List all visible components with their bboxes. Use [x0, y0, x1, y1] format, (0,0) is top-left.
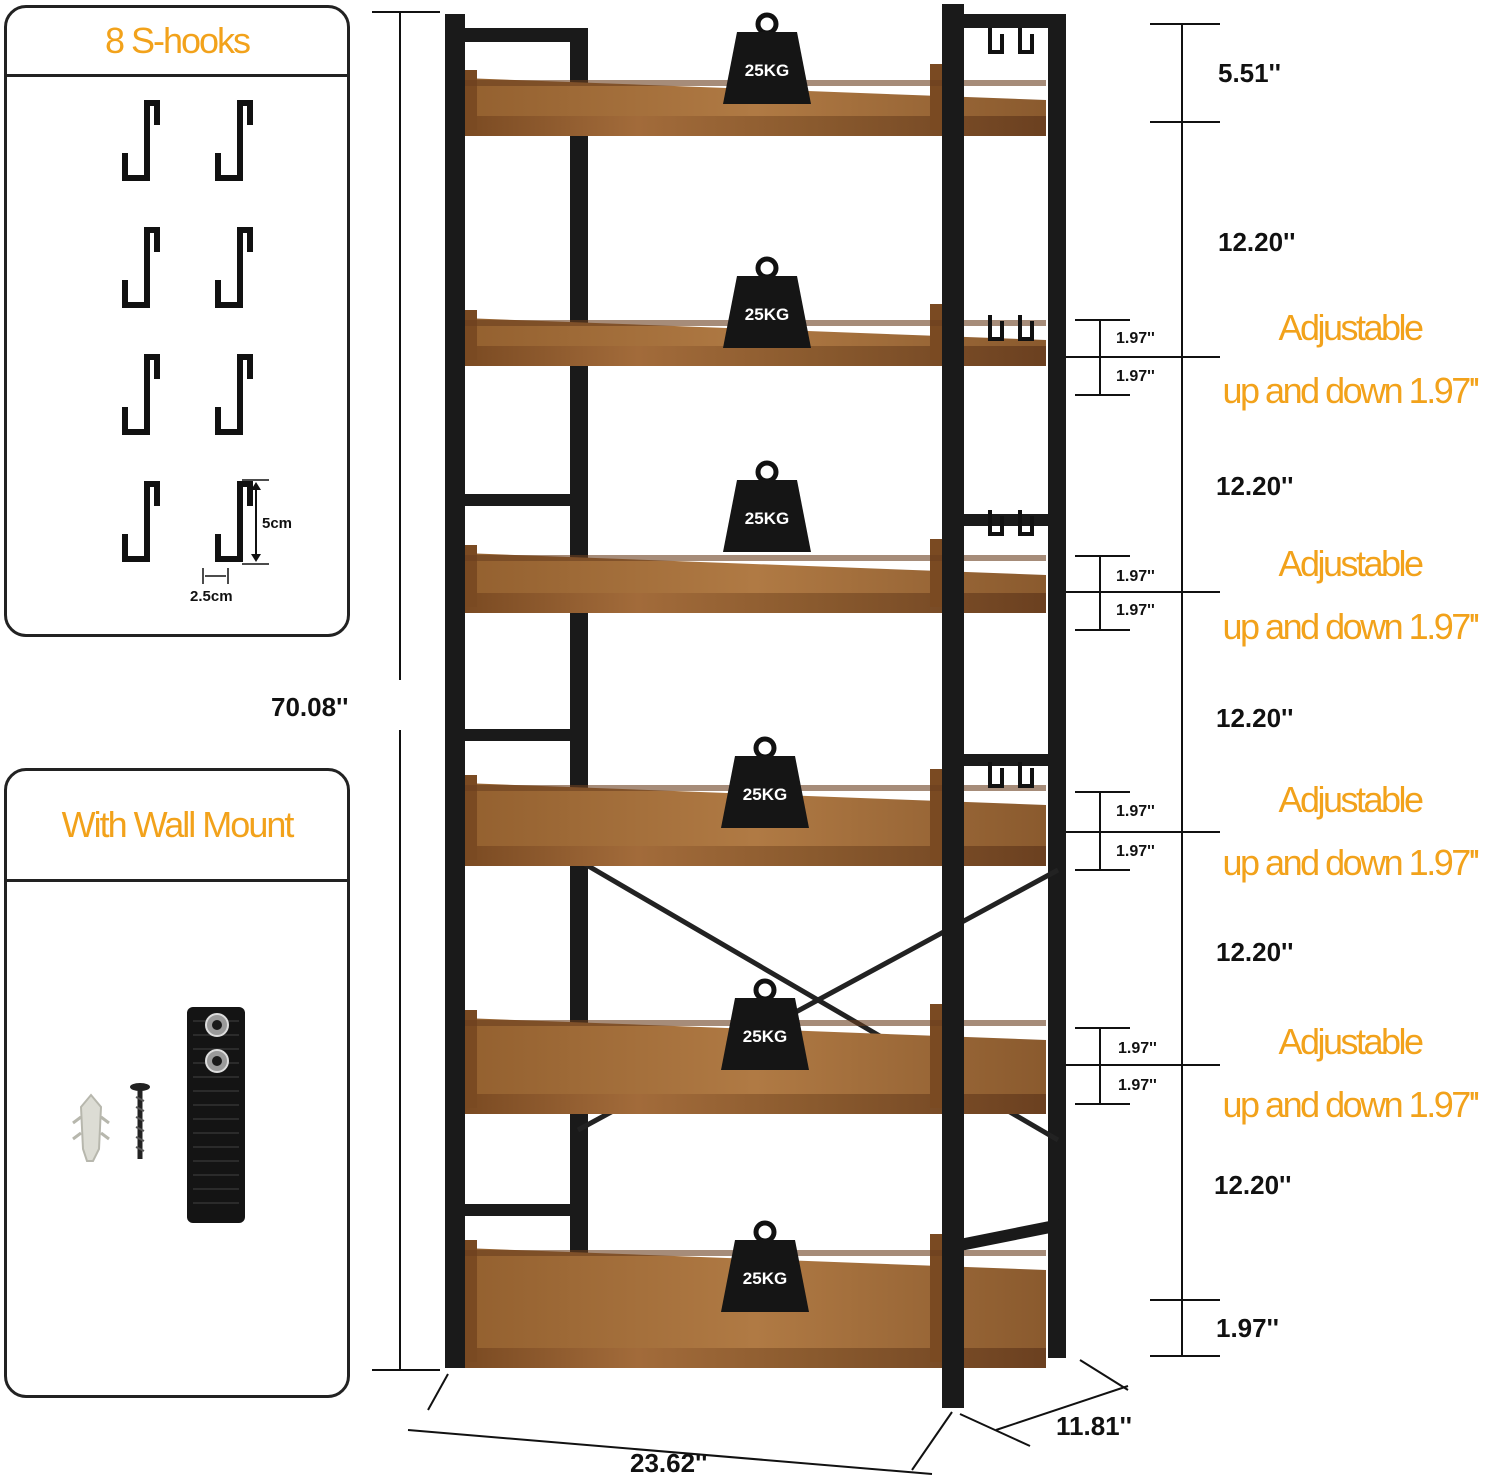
s-hook-icon — [122, 100, 160, 181]
adjustable-range: up and down 1.97'' — [1222, 842, 1481, 883]
wall-mount-panel: With Wall Mount — [4, 768, 350, 1398]
hook-width-label: 2.5cm — [190, 588, 233, 605]
top-rail-right — [942, 14, 1066, 28]
weight-label: 25KG — [745, 305, 789, 324]
adjust-step-label: 1.97'' — [1116, 330, 1155, 347]
depth-label: 11.81'' — [1056, 1411, 1132, 1441]
rear-left-post — [570, 30, 588, 1330]
s-hooks-illustration: 5cm 2.5cm — [122, 100, 292, 605]
adjust-step-label: 1.97'' — [1116, 803, 1155, 820]
total-height-label: 70.08'' — [271, 692, 349, 722]
adjust-step-label: 1.97'' — [1118, 1077, 1157, 1094]
weight-label: 25KG — [743, 785, 787, 804]
adjustable-note-1: Adjustable up and down 1.97'' — [1200, 296, 1500, 422]
adjustable-title: Adjustable — [1278, 779, 1424, 820]
front-frame — [445, 4, 1034, 1408]
weights: 25KG 25KG 25KG 25KG 25KG 25KG — [721, 12, 811, 1312]
top-gap-label: 5.51'' — [1218, 58, 1281, 88]
weight-icon: 25KG — [723, 460, 811, 552]
weight-label: 25KG — [743, 1027, 787, 1046]
width-label: 23.62'' — [630, 1448, 708, 1478]
adjustable-range: up and down 1.97'' — [1222, 1084, 1481, 1125]
screw-icon — [130, 1083, 150, 1159]
hook-height-label: 5cm — [262, 515, 292, 532]
rear-right-post — [1048, 18, 1066, 1358]
weight-icon: 25KG — [721, 1220, 809, 1312]
adjustable-range: up and down 1.97'' — [1222, 370, 1481, 411]
weight-label: 25KG — [745, 509, 789, 528]
side-brace — [958, 1219, 1062, 1251]
top-rail-left — [463, 28, 588, 42]
adjust-step-label: 1.97'' — [1116, 843, 1155, 860]
weight-label: 25KG — [743, 1269, 787, 1288]
wall-anchor-icon — [72, 1093, 110, 1162]
tier-spacing-1: 12.20'' — [1218, 227, 1296, 257]
shelf-board — [463, 539, 1046, 613]
weight-icon: 25KG — [723, 256, 811, 348]
s-hook-icon — [215, 100, 253, 181]
adjust-step-label: 1.97'' — [1118, 1040, 1157, 1057]
s-hook-icon — [988, 762, 1034, 788]
adjustable-note-2: Adjustable up and down 1.97'' — [1200, 532, 1500, 658]
tier-spacing-3: 12.20'' — [1216, 703, 1294, 733]
adjust-step-label: 1.97'' — [1116, 602, 1155, 619]
tier-spacing-5: 12.20'' — [1214, 1170, 1292, 1200]
tier-spacing-4: 12.20'' — [1216, 937, 1294, 967]
hook-measurement: 5cm 2.5cm — [190, 479, 292, 605]
weight-label: 25KG — [745, 61, 789, 80]
s-hook-icon — [988, 315, 1034, 341]
adjustable-title: Adjustable — [1278, 543, 1424, 584]
dimension-lines — [372, 11, 1220, 1475]
s-hook-icon — [215, 227, 253, 308]
rear-frame — [463, 14, 1066, 1358]
adjustable-title: Adjustable — [1278, 307, 1424, 348]
adjustable-note-3: Adjustable up and down 1.97'' — [1200, 768, 1500, 894]
wall-strap-icon — [187, 1007, 245, 1223]
front-left-post — [445, 14, 465, 1368]
adjustable-note-4: Adjustable up and down 1.97'' — [1200, 1010, 1500, 1136]
weight-icon: 25KG — [721, 978, 809, 1070]
adjustable-title: Adjustable — [1278, 1021, 1424, 1062]
s-hooks-title: 8 S-hooks — [7, 8, 347, 77]
adjust-step-label: 1.97'' — [1116, 368, 1155, 385]
s-hook-icon — [122, 354, 160, 435]
s-hook-icon — [122, 481, 160, 562]
s-hook-icon — [988, 28, 1034, 54]
s-hook-icon — [122, 227, 160, 308]
s-hook-icon — [988, 510, 1034, 536]
s-hook-icon — [215, 481, 253, 562]
s-hook-icon — [215, 354, 253, 435]
tier-spacing-2: 12.20'' — [1216, 471, 1294, 501]
weight-icon: 25KG — [723, 12, 811, 104]
weight-icon: 25KG — [721, 736, 809, 828]
front-right-post — [942, 4, 964, 1408]
bottom-gap-label: 1.97'' — [1216, 1313, 1279, 1343]
wall-mount-title: With Wall Mount — [7, 771, 347, 882]
adjust-step-label: 1.97'' — [1116, 568, 1155, 585]
s-hooks-panel: 8 S-hooks 5cm 2.5cm — [4, 5, 350, 637]
adjustable-range: up and down 1.97'' — [1222, 606, 1481, 647]
wall-mount-illustration — [72, 1007, 245, 1223]
